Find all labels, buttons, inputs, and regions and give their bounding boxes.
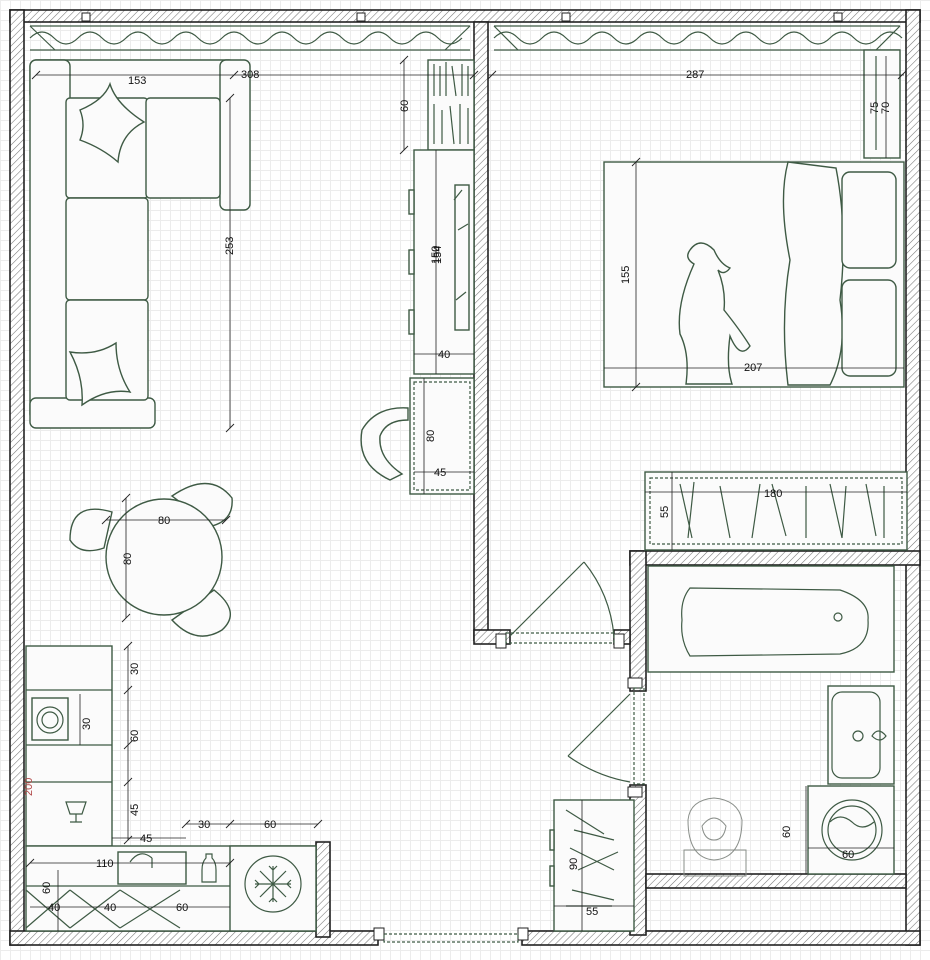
kitchen-stub-wall [315, 841, 331, 938]
dim-table-depth: 80 [122, 553, 134, 565]
walls [9, 9, 921, 946]
pillow-top [79, 81, 146, 164]
dim-sofa-width: 153 [128, 75, 146, 87]
dim-kitchen-cabinet-b: 40 [104, 902, 116, 914]
bathtub [647, 565, 895, 673]
dim-bedroom-shelf-depth: 75 [869, 102, 881, 114]
dim-kitchen-cabinet-a: 40 [48, 902, 60, 914]
desk-and-chair [360, 377, 475, 495]
wardrobe-bedroom [644, 471, 908, 551]
bottle-icon [201, 853, 217, 883]
washer-bath [807, 785, 895, 875]
dimension-labels: 308 153 253 60 150 154 40 80 45 80 80 30… [23, 69, 892, 918]
dim-bedroom-shelf-width: 70 [880, 102, 892, 114]
curtain-living [29, 25, 470, 51]
partition-wall-vertical [473, 21, 489, 641]
kitchen [25, 645, 317, 932]
dim-kitchen-corner: 45 [140, 833, 152, 845]
dim-tv-unit-length: 154 [432, 246, 444, 264]
dim-bed-width: 207 [744, 362, 762, 374]
curtain-bedroom [493, 25, 903, 51]
dim-tv-unit-depth: 40 [438, 349, 450, 361]
dim-table-width: 80 [158, 515, 170, 527]
dim-kitchen-depth: 60 [41, 882, 53, 894]
dim-living-width: 308 [241, 69, 259, 81]
dim-kitchen-bottom-run: 110 [96, 858, 114, 870]
pillow-bottom [68, 341, 132, 407]
dim-wardrobe-width: 180 [764, 488, 782, 500]
snowflake-icon [244, 855, 302, 913]
dim-side-mark: 200 [23, 778, 35, 796]
dining-table [69, 482, 233, 637]
bathroom-wall-bottom [645, 873, 907, 889]
dim-washer-width: 60 [842, 849, 854, 861]
dimension-lines [25, 55, 907, 931]
dim-kitchen-sink-run: 60 [129, 730, 141, 742]
bathroom-wall-left-upper [629, 550, 647, 692]
dim-sofa-length: 253 [224, 237, 236, 255]
dim-shelf-depth: 60 [399, 100, 411, 112]
bed [603, 161, 905, 388]
dim-kitchen-side: 45 [129, 804, 141, 816]
curtains [29, 25, 903, 51]
sofa [29, 59, 251, 429]
tv-unit [408, 149, 475, 375]
dim-hall-closet-depth: 55 [586, 906, 598, 918]
toilet [683, 797, 747, 877]
dim-kitchen-tall: 30 [129, 663, 141, 675]
hall-closet [549, 799, 635, 932]
outer-wall-right [905, 9, 921, 946]
outer-wall-bottom-right [521, 930, 921, 946]
outer-wall-left [9, 9, 25, 946]
dim-wardrobe-depth: 55 [659, 506, 671, 518]
person-figure [678, 242, 751, 385]
dim-kitchen-top-60: 60 [264, 819, 276, 831]
dim-bed-length: 155 [620, 266, 632, 284]
desk-chair [360, 407, 409, 481]
bedroom-shelf [863, 49, 901, 159]
bathroom-wall-top [629, 550, 921, 566]
wine-glass-icon [65, 801, 87, 823]
dim-washer-depth: 60 [781, 826, 793, 838]
dim-desk-depth: 45 [434, 467, 446, 479]
sink [827, 685, 895, 785]
dim-kitchen-cabinet-c: 60 [176, 902, 188, 914]
bookshelf [427, 59, 475, 151]
dim-desk-length: 80 [425, 430, 437, 442]
outer-wall-top [9, 9, 921, 23]
dim-tv-unit-overlap: 150 [430, 246, 442, 264]
dim-hall-closet-length: 90 [568, 858, 580, 870]
dim-kitchen-top-30: 30 [198, 819, 210, 831]
dim-bedroom-width: 287 [686, 69, 704, 81]
doors [383, 561, 645, 943]
dim-kitchen-oven: 30 [81, 718, 93, 730]
